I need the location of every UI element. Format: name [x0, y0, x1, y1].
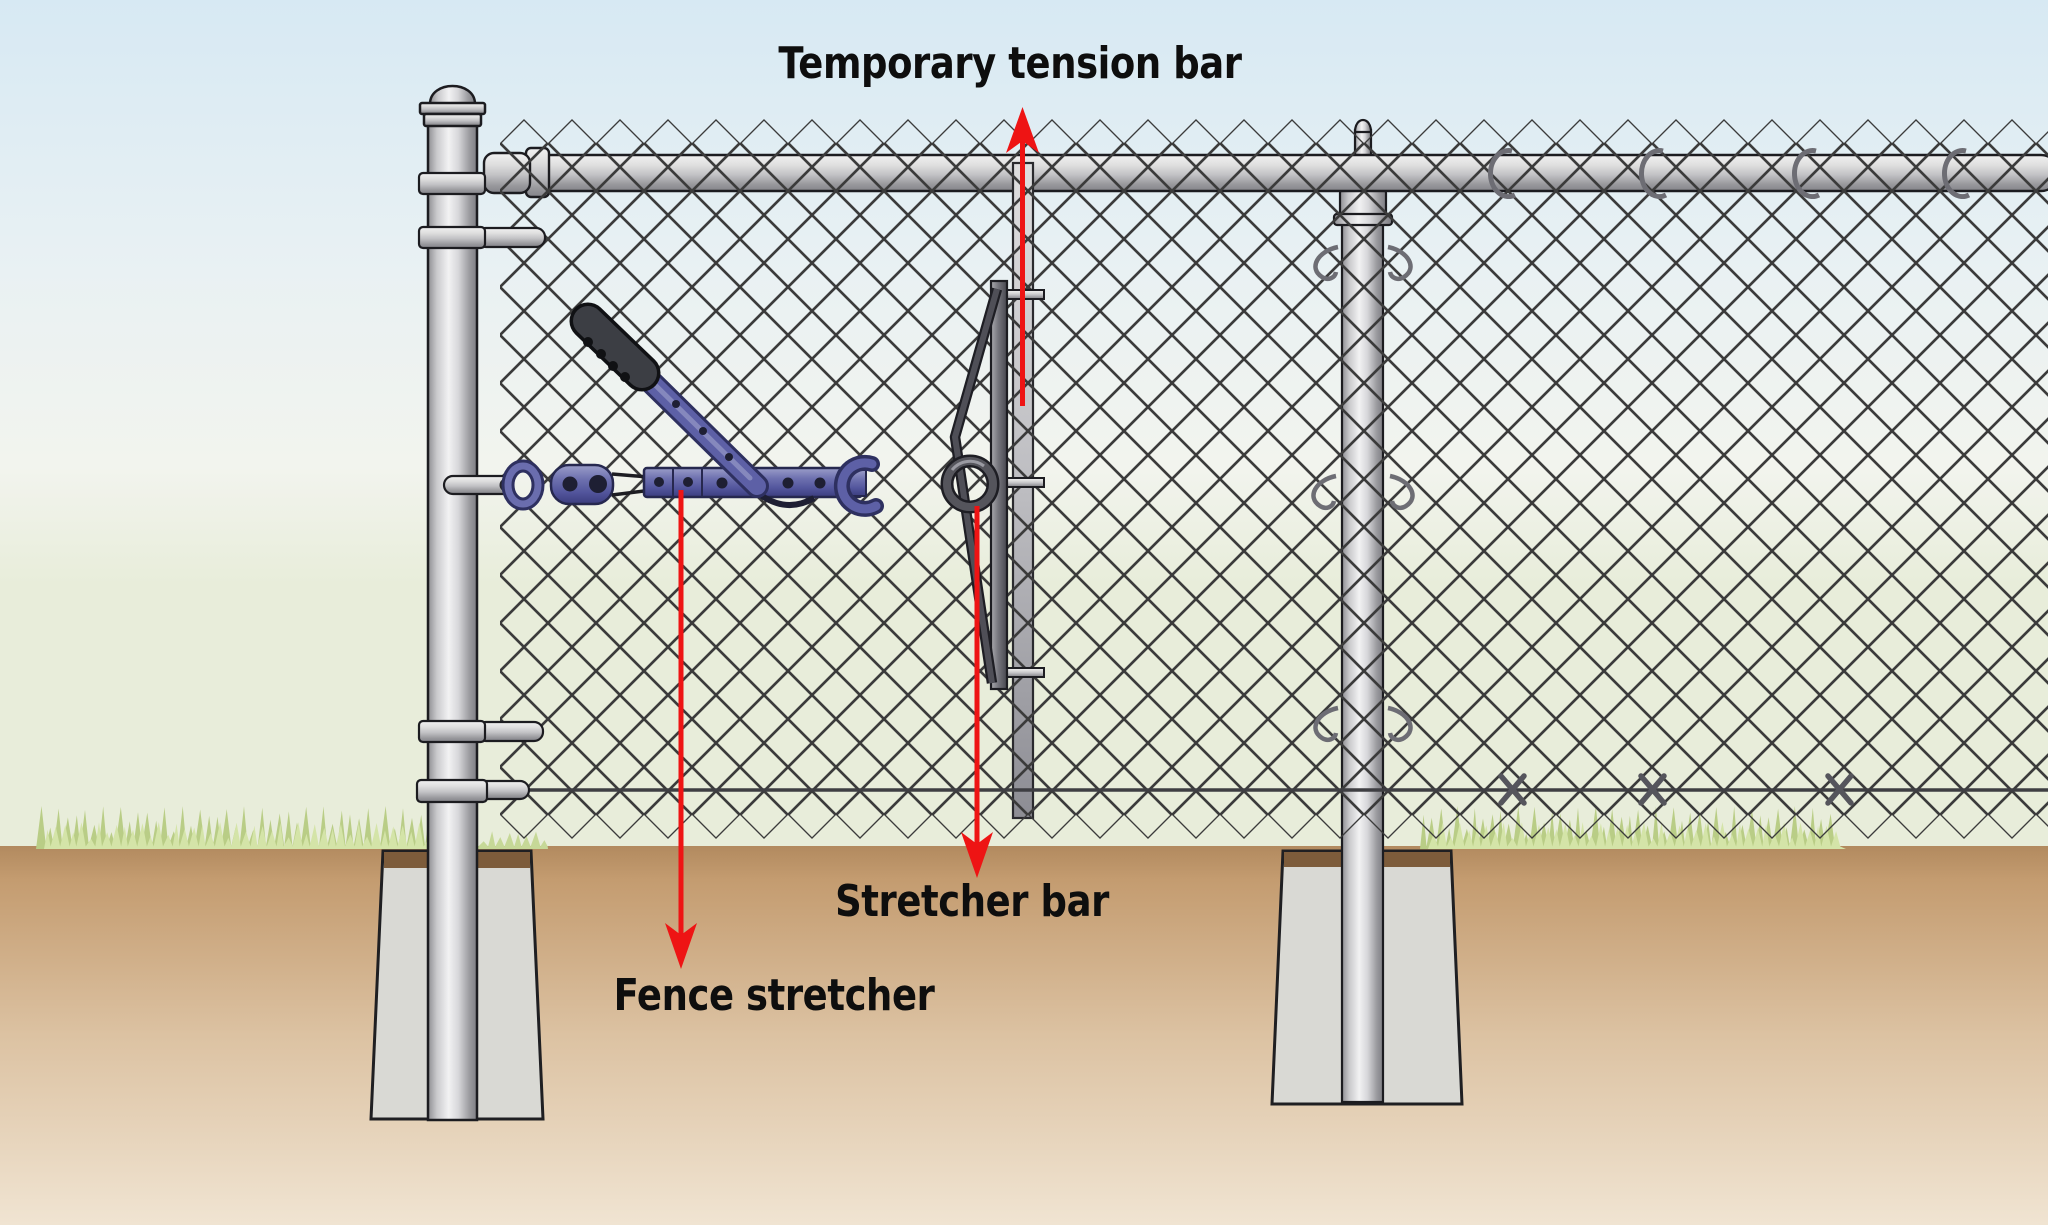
ground [0, 846, 2048, 1225]
terminal-post [418, 84, 487, 1122]
tool-shackle [501, 459, 545, 511]
arrow-stretcher-bar [961, 506, 993, 878]
fence-stretcher-tool [442, 302, 884, 517]
label-fence-stretcher: Fence stretcher [613, 970, 935, 1021]
grass-tuft [1428, 822, 1846, 849]
grass-tuft [462, 831, 548, 849]
tool-hook [833, 454, 884, 517]
arrow-temporary-tension-bar [1006, 107, 1039, 406]
label-temporary-tension-bar: Temporary tension bar [778, 38, 1242, 89]
label-stretcher-bar: Stretcher bar [835, 876, 1109, 927]
post-bands [415, 171, 547, 804]
arrow-fence-stretcher [665, 490, 697, 969]
bridle-rods [949, 287, 1003, 684]
tool-grip [569, 302, 661, 392]
tool-handle [628, 359, 769, 498]
grass-tuft [36, 806, 448, 849]
tie-wires [1311, 148, 1971, 743]
pull-ring [940, 454, 1000, 514]
tool-link-block [549, 463, 615, 506]
grass-tuft [44, 822, 452, 849]
bottom-tension-wire [526, 773, 2048, 806]
hog-ring-ties [1498, 773, 1854, 806]
